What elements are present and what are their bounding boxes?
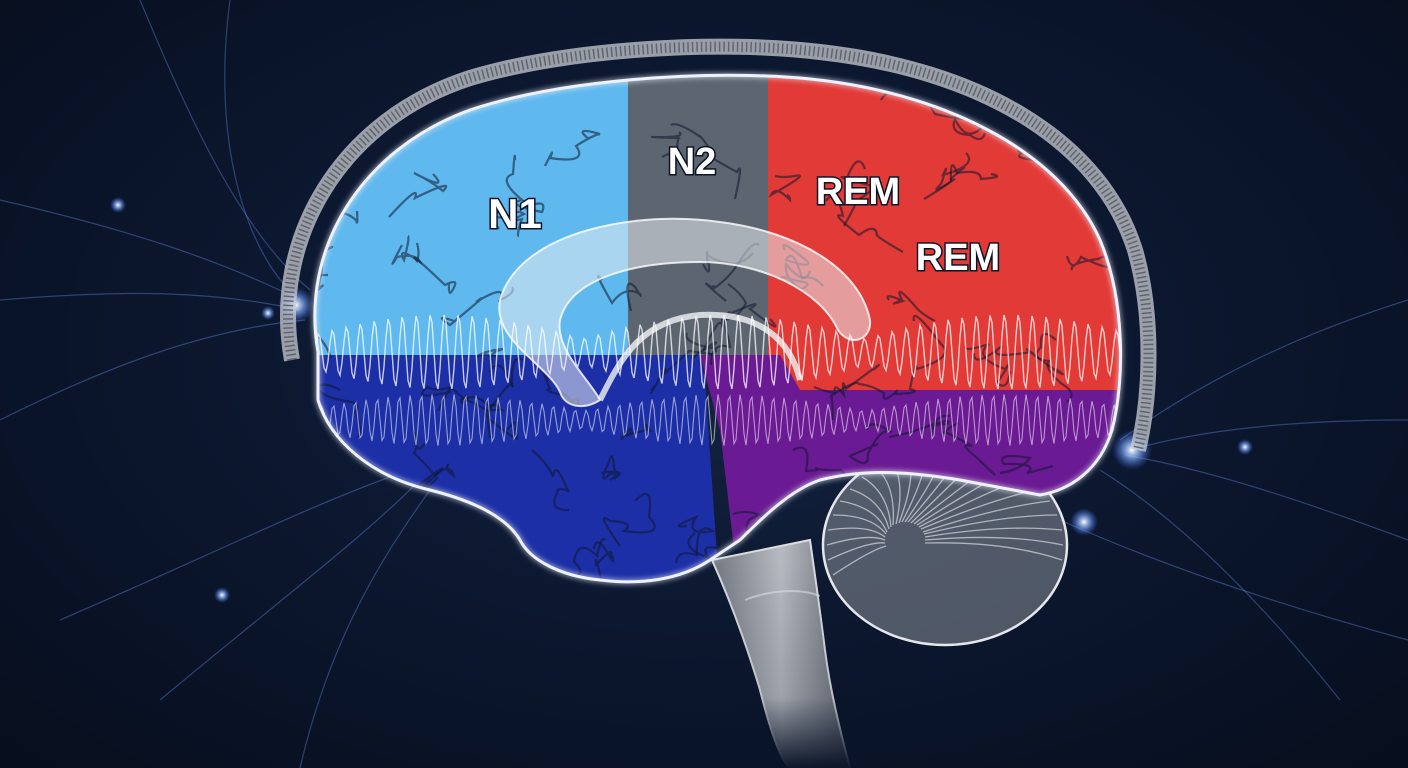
cerebellum-fold [861,476,892,528]
gyrus-fold [493,210,527,238]
cerebellum-fold [826,536,886,546]
corpus-callosum [498,217,872,408]
gyrus-fold [768,174,801,203]
cerebellum-fold [924,536,1064,546]
region-n1 [314,75,630,360]
gyrus-fold [460,357,524,413]
brain-outline [313,73,1123,584]
cerebellum-fold [849,488,890,530]
gyrus-fold [619,423,652,441]
gyrus-fold [1035,332,1073,403]
gyrus-fold [505,154,545,214]
cerebellum-fold [924,527,1063,538]
gyrus-fold [825,194,904,253]
cerebellum-fold [839,500,888,533]
gyrus-fold [413,242,457,295]
skull-outline [280,38,1157,452]
gyrus-fold [888,414,951,439]
label-n1: N1 [488,190,542,237]
gyrus-fold [685,332,718,360]
gyrus-fold [893,314,947,396]
gyrus-fold [972,345,1064,376]
region-lower-front [314,355,720,582]
cerebellum-fold [922,500,1051,533]
gyrus-fold [1075,85,1117,127]
gyrus-fold [848,423,893,465]
gyrus-fold [600,455,621,481]
gyrus-fold [602,492,656,547]
gyrus-fold [840,160,878,227]
brainstem [710,538,852,768]
gyrus-fold [544,129,601,167]
gyrus-fold [592,541,615,581]
label-rem-lower: REM [916,237,1000,279]
gyrus-fold [421,385,469,412]
gyrus-fold [999,454,1054,475]
gyrus-fold [315,383,362,438]
gyrus-fold [391,235,423,266]
gyrus-fold [597,275,642,312]
gyrus-fold [388,172,448,218]
gyrus-fold [316,453,359,508]
gyrus-fold [792,446,855,489]
label-rem-upper: REM [816,171,900,213]
gyrus-fold [829,381,899,421]
gyrus-fold [935,152,971,191]
gyrus-fold [709,283,748,366]
cerebellum-fold [827,527,886,538]
gyrus-fold [813,363,880,399]
cerebellum-fold [827,542,886,561]
gyrus-fold [964,342,1012,387]
cerebellum-fold [832,545,887,576]
cerebellum-fold [924,542,1063,561]
cerebellum-fold [923,514,1058,535]
cerebellum-fold [832,514,887,535]
label-n2: N2 [668,141,717,183]
gyrus-fold [886,290,936,322]
gyrus-fold [418,463,456,492]
gyrus-fold [674,514,716,564]
eeg-waves [314,314,1121,446]
gyrus-fold [650,131,682,163]
gyrus-fold [1067,486,1120,515]
gyrus-fold [408,511,427,582]
gyrus-fold [531,449,571,512]
gyrus-fold [670,123,742,200]
